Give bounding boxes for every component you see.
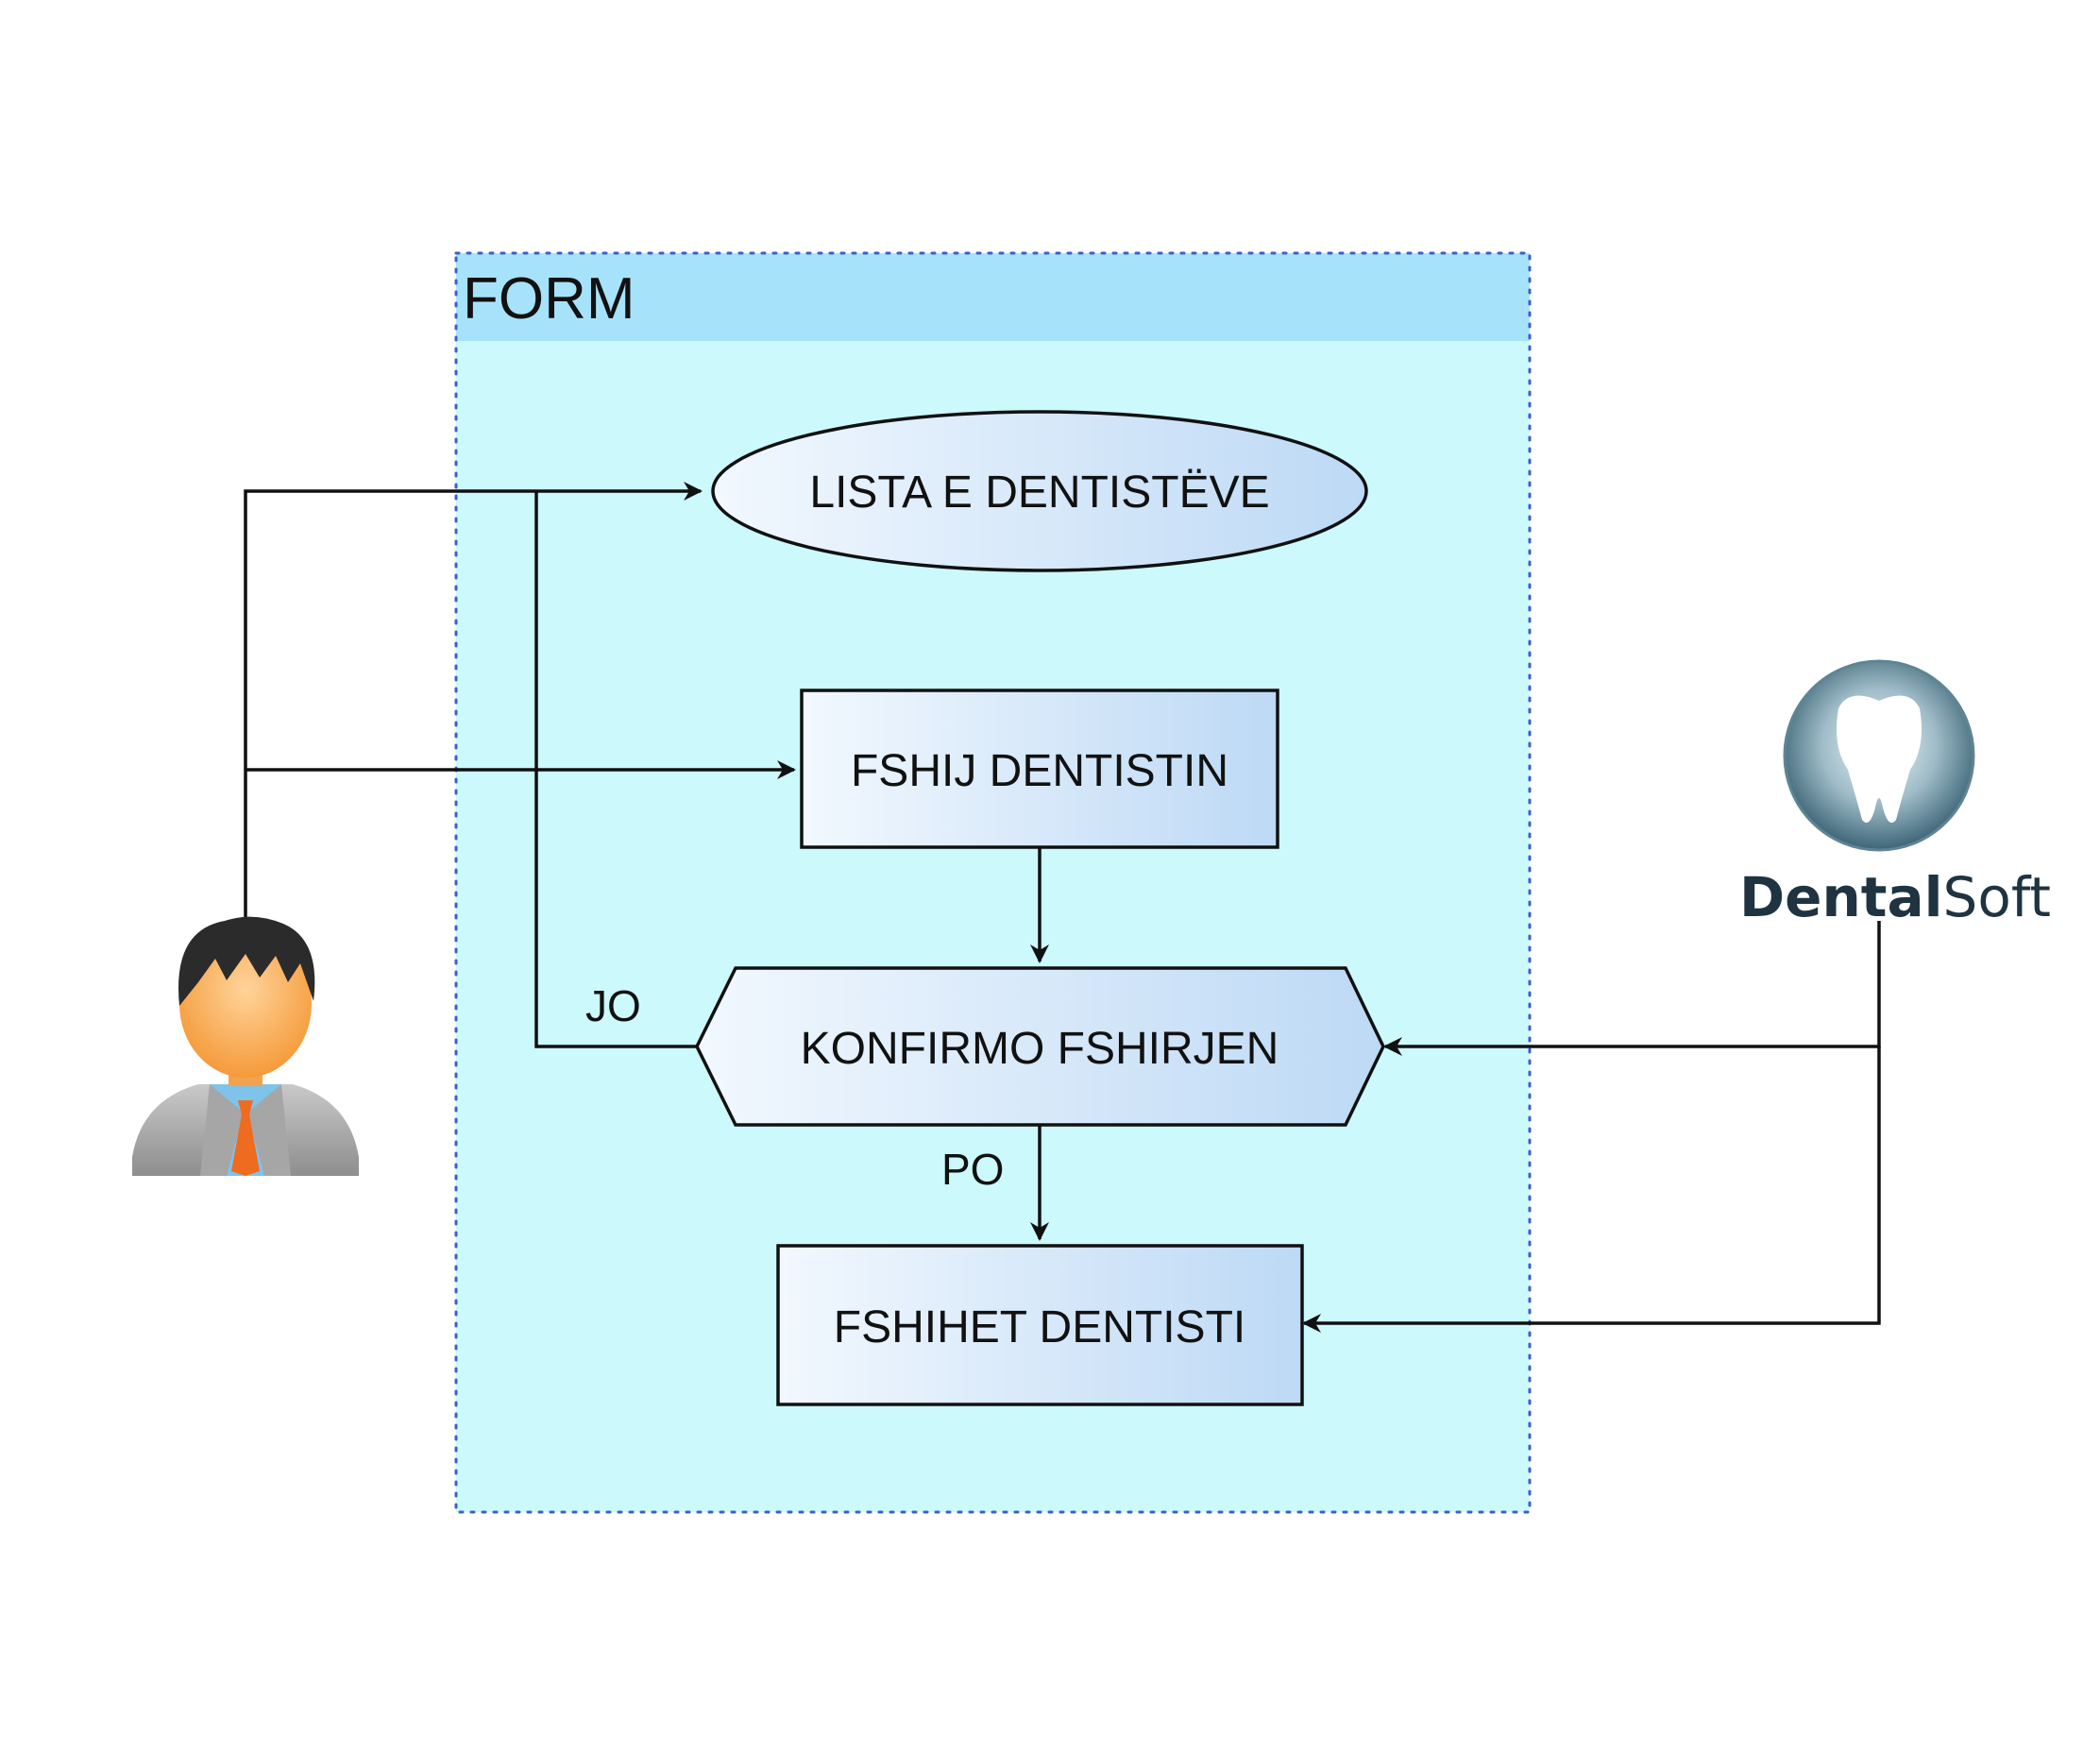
list-label: LISTA E DENTISTËVE <box>809 468 1269 518</box>
confirm-label: KONFIRMO FSHIRJEN <box>801 1024 1279 1074</box>
user-avatar-icon <box>132 916 359 1176</box>
list-ellipse <box>711 410 1368 572</box>
confirm-hexagon <box>695 966 1385 1127</box>
form-header <box>456 253 1530 341</box>
form-border <box>454 251 1532 1514</box>
brand-name-light: Soft <box>1943 865 2051 929</box>
delete-box <box>800 689 1279 849</box>
deleted-label: FSHIHET DENTISTI <box>834 1302 1245 1352</box>
connectors <box>244 482 1881 1333</box>
delete-label: FSHIJ DENTISTIN <box>851 746 1228 796</box>
brand-name-bold: Dental <box>1739 865 1943 929</box>
tooth-logo-icon <box>1783 659 1975 852</box>
edge-system-to-deleted <box>1302 1046 1881 1333</box>
node-list[interactable]: LISTA E DENTISTËVE <box>711 410 1368 572</box>
form-title: FORM <box>463 266 635 332</box>
edge-label-no: JO <box>585 981 641 1030</box>
edge-label-yes: PO <box>941 1145 1004 1194</box>
deleted-box <box>776 1244 1304 1406</box>
node-confirm-delete[interactable]: KONFIRMO FSHIRJEN <box>695 966 1385 1127</box>
edge-no-to-list <box>534 491 697 1048</box>
brand-name: DentalSoft <box>1739 865 2051 929</box>
edge-user-to-list <box>244 482 703 926</box>
node-dentist-deleted[interactable]: FSHIHET DENTISTI <box>776 1244 1304 1406</box>
node-delete-dentist[interactable]: FSHIJ DENTISTIN <box>800 689 1279 849</box>
